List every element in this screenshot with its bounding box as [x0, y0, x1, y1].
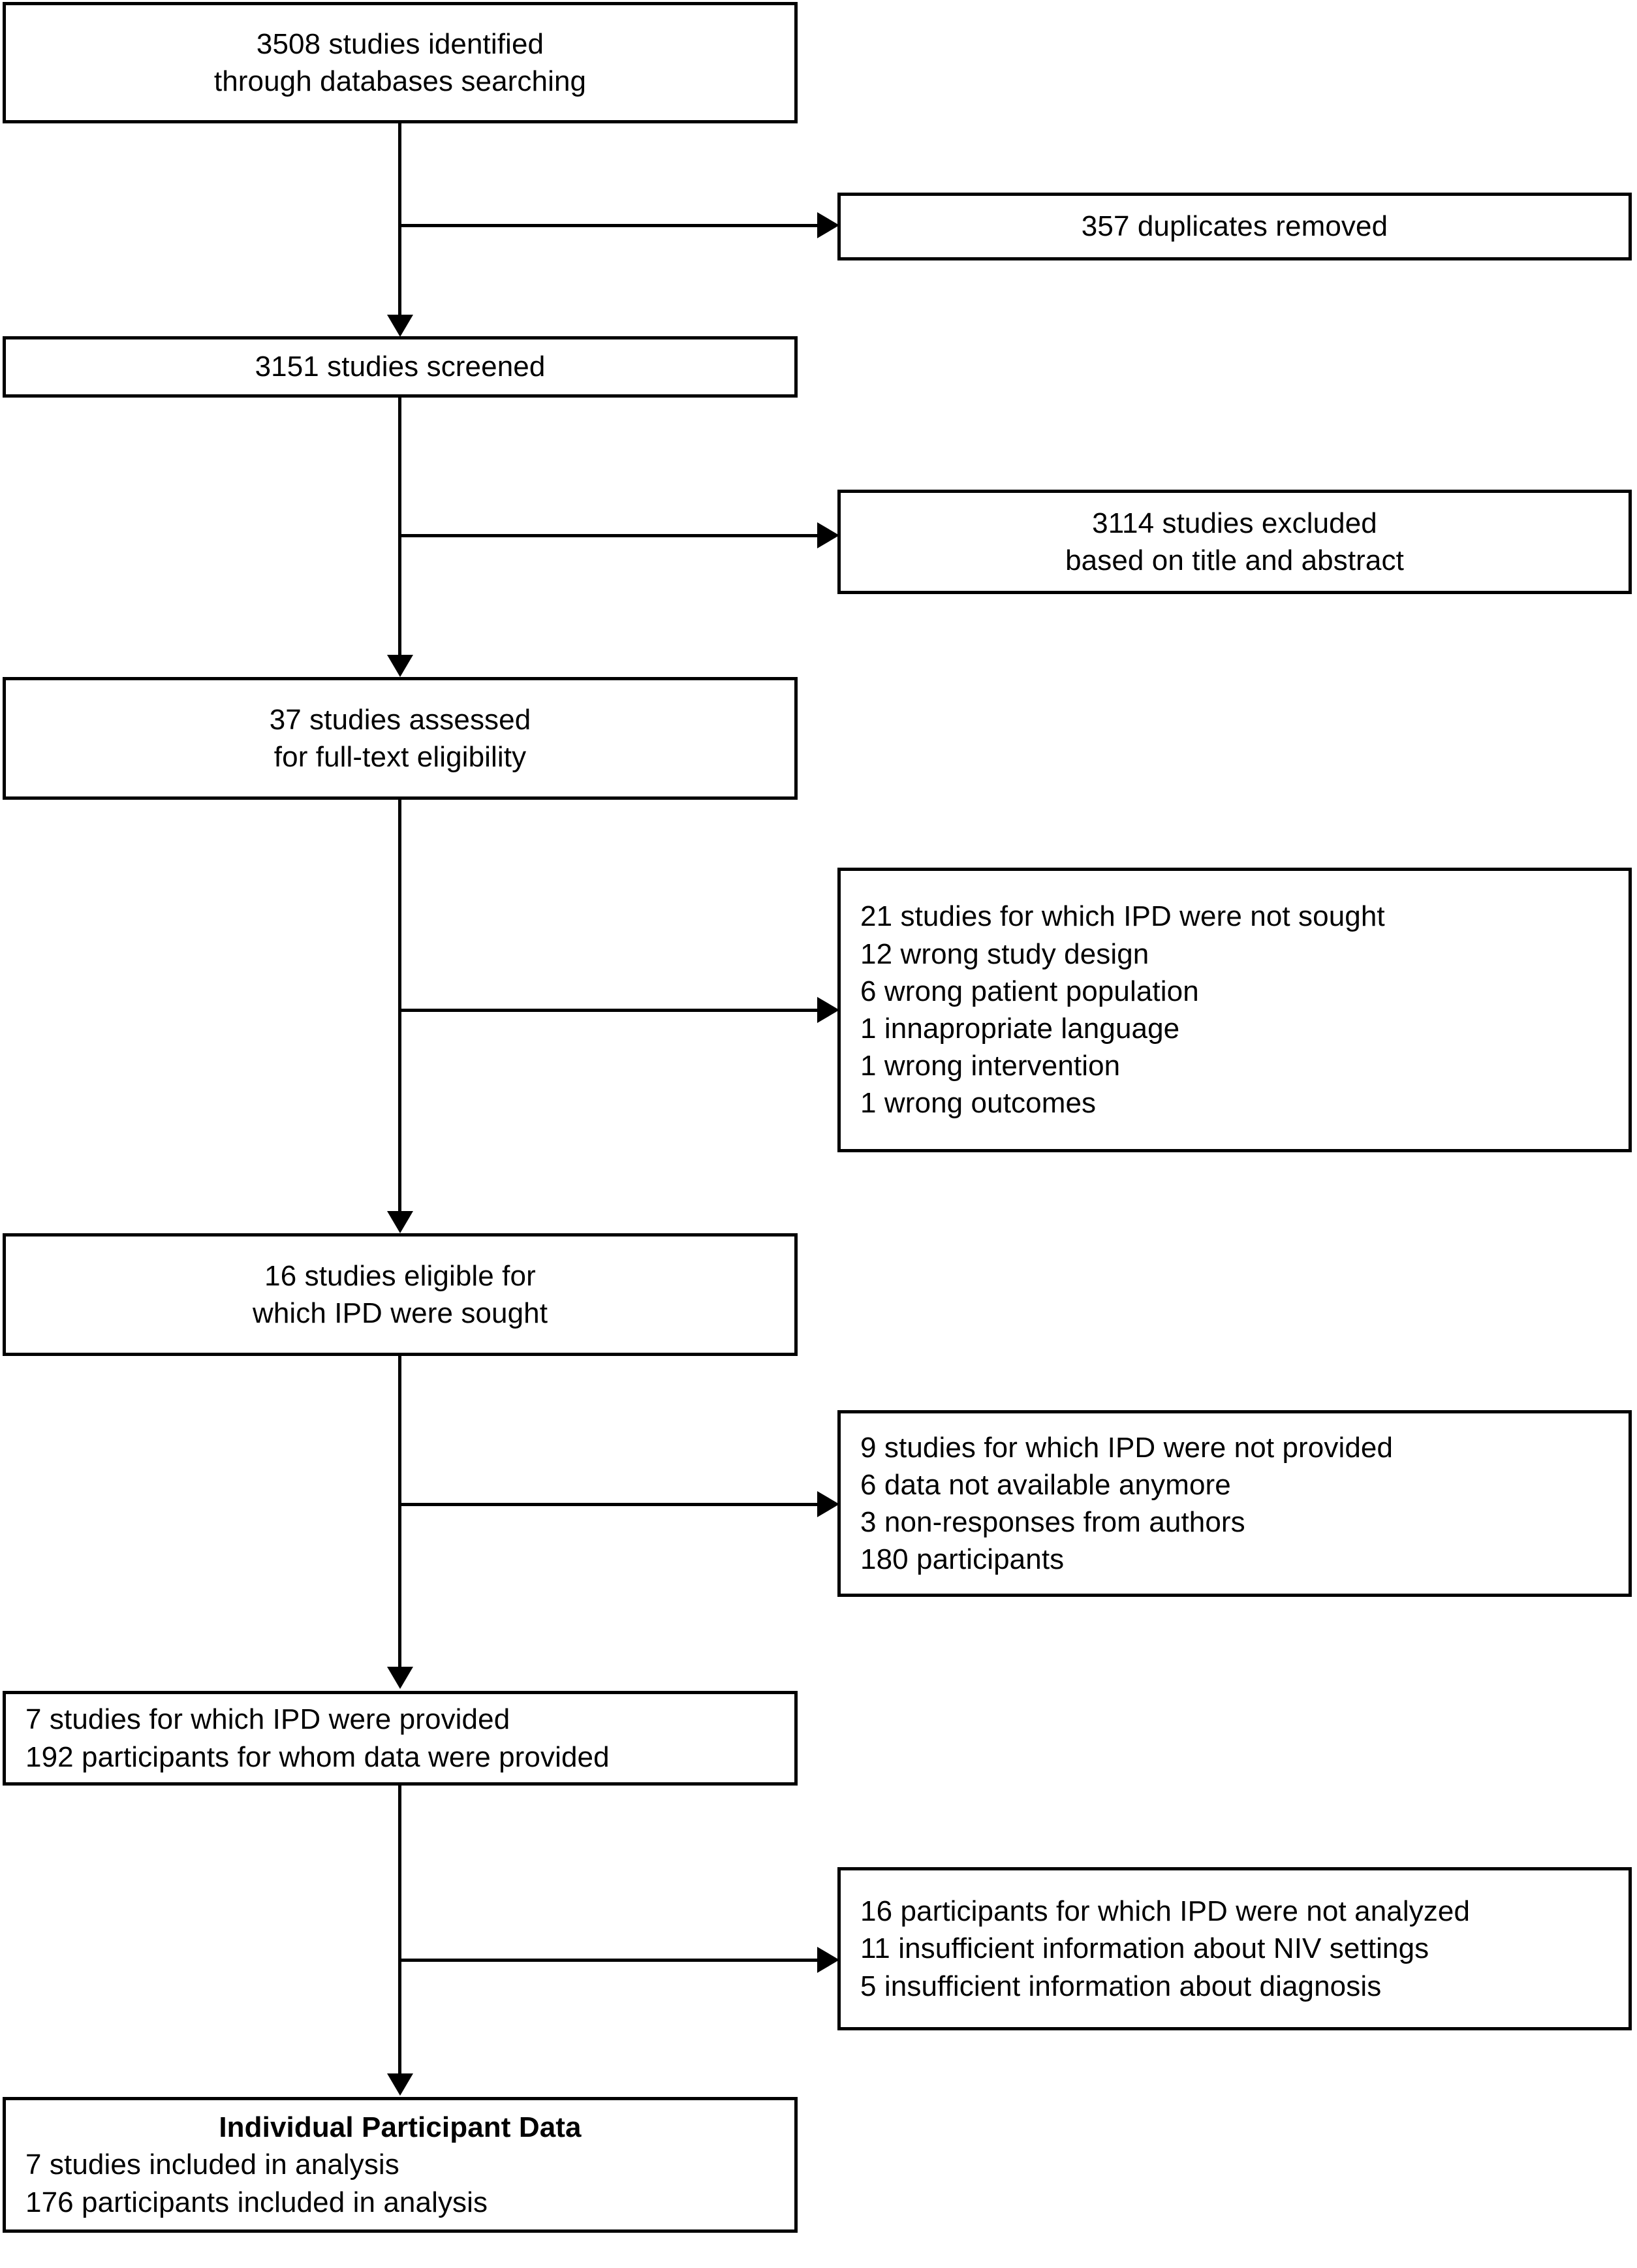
box-studies-eligible-ipd-sought: 16 studies eligible for which IPD were s…: [3, 1233, 798, 1356]
text-line: based on title and abstract: [1065, 544, 1404, 576]
text-line: 3151 studies screened: [255, 351, 546, 383]
text-line: 3 non-responses from authors: [860, 1506, 1245, 1538]
box-individual-participant-data: Individual Participant Data 7 studies in…: [3, 2097, 798, 2233]
text-line: 192 participants for whom data were prov…: [25, 1740, 610, 1773]
box-ipd-not-provided: 9 studies for which IPD were not provide…: [837, 1410, 1632, 1597]
box-ipd-not-analyzed-lines: 16 participants for which IPD were not a…: [841, 1893, 1629, 2005]
text-line: through databases searching: [213, 65, 587, 97]
box-studies-eligible-ipd-sought-lines: 16 studies eligible for which IPD were s…: [6, 1257, 794, 1332]
arrow-down-5: [387, 2073, 413, 2096]
arrow-down-2: [387, 655, 413, 677]
box-studies-assessed: 37 studies assessed for full-text eligib…: [3, 677, 798, 800]
text-line: 3508 studies identified: [256, 27, 544, 60]
text-line: 9 studies for which IPD were not provide…: [860, 1431, 1394, 1464]
connector-branch-5: [399, 1959, 824, 1962]
text-line: 1 wrong outcomes: [860, 1087, 1097, 1120]
arrow-down-4: [387, 1667, 413, 1689]
arrow-right-1: [817, 212, 839, 238]
box-individual-participant-data-lines: Individual Participant Data 7 studies in…: [6, 2109, 794, 2221]
arrow-right-2: [817, 522, 839, 548]
text-line: 176 participants included in analysis: [25, 2186, 488, 2218]
box-title-individual-participant-data: Individual Participant Data: [219, 2111, 582, 2144]
box-studies-identified-lines: 3508 studies identified through database…: [6, 25, 794, 100]
box-ipd-provided: 7 studies for which IPD were provided 19…: [3, 1691, 798, 1786]
connector-vertical-3: [398, 800, 401, 1212]
connector-vertical-2: [398, 398, 401, 656]
text-line: 1 innapropriate language: [860, 1013, 1180, 1045]
connector-vertical-4: [398, 1356, 401, 1668]
box-duplicates-removed: 357 duplicates removed: [837, 193, 1632, 260]
box-studies-screened: 3151 studies screened: [3, 336, 798, 398]
arrow-right-4: [817, 1491, 839, 1517]
text-line: 6 wrong patient population: [860, 975, 1199, 1007]
text-line: 357 duplicates removed: [1081, 210, 1388, 243]
text-line: 3114 studies excluded: [1092, 507, 1377, 539]
connector-branch-1: [399, 224, 824, 227]
connector-branch-3: [399, 1009, 824, 1012]
text-line: 7 studies included in analysis: [25, 2149, 399, 2181]
box-ipd-not-provided-lines: 9 studies for which IPD were not provide…: [841, 1429, 1629, 1579]
text-line: 180 participants: [860, 1543, 1065, 1576]
box-duplicates-removed-lines: 357 duplicates removed: [841, 208, 1629, 245]
box-ipd-provided-lines: 7 studies for which IPD were provided 19…: [6, 1701, 794, 1775]
arrow-down-1: [387, 315, 413, 337]
arrow-down-3: [387, 1211, 413, 1233]
box-studies-excluded: 3114 studies excluded based on title and…: [837, 490, 1632, 594]
connector-branch-4: [399, 1503, 824, 1506]
text-line: 1 wrong intervention: [860, 1050, 1121, 1082]
text-line: 6 data not available anymore: [860, 1468, 1231, 1501]
text-line: 5 insufficient information about diagnos…: [860, 1970, 1382, 2002]
box-studies-screened-lines: 3151 studies screened: [6, 348, 794, 385]
connector-branch-2: [399, 534, 824, 537]
box-studies-identified: 3508 studies identified through database…: [3, 2, 798, 123]
box-studies-excluded-lines: 3114 studies excluded based on title and…: [841, 505, 1629, 579]
text-line: 16 studies eligible for: [264, 1259, 536, 1292]
box-ipd-not-sought-lines: 21 studies for which IPD were not sought…: [841, 898, 1629, 1122]
text-line: 11 insufficient information about NIV se…: [860, 1932, 1429, 1965]
box-ipd-not-analyzed: 16 participants for which IPD were not a…: [837, 1867, 1632, 2030]
text-line: 16 participants for which IPD were not a…: [860, 1895, 1471, 1928]
text-line: 7 studies for which IPD were provided: [25, 1703, 510, 1736]
text-line: 37 studies assessed: [269, 703, 531, 736]
box-ipd-not-sought: 21 studies for which IPD were not sought…: [837, 868, 1632, 1152]
connector-vertical-5: [398, 1786, 401, 2075]
arrow-right-5: [817, 1947, 839, 1973]
connector-vertical-1: [398, 123, 401, 316]
arrow-right-3: [817, 997, 839, 1023]
text-line: which IPD were sought: [252, 1297, 548, 1329]
text-line: for full-text eligibility: [273, 741, 527, 773]
box-studies-assessed-lines: 37 studies assessed for full-text eligib…: [6, 701, 794, 776]
text-line: 12 wrong study design: [860, 937, 1149, 970]
text-line: 21 studies for which IPD were not sought: [860, 900, 1385, 933]
